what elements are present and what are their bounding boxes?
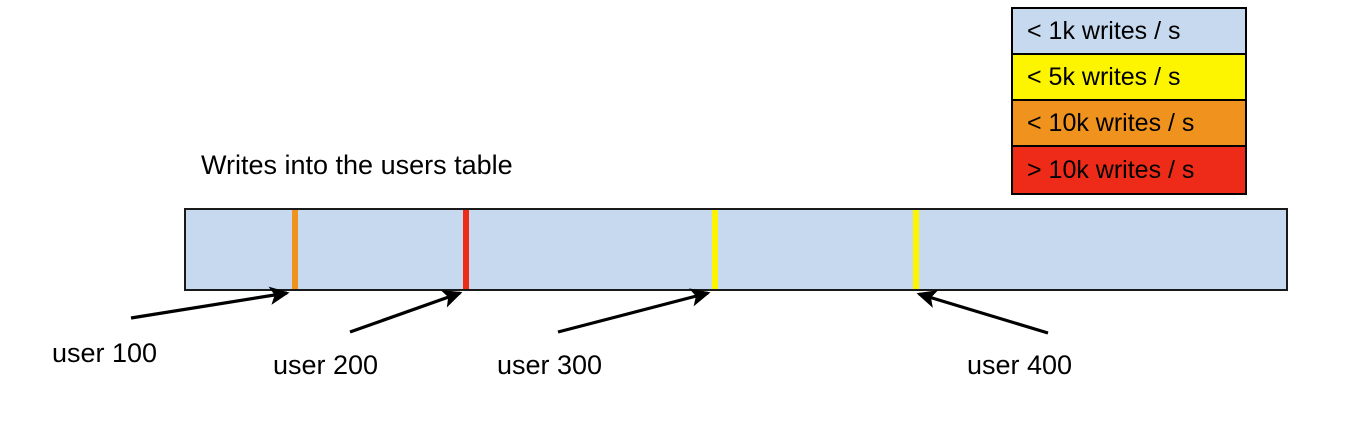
label-user-300: user 300 xyxy=(497,350,603,380)
chart-title: Writes into the users table xyxy=(201,150,513,180)
label-user-400: user 400 xyxy=(967,350,1073,380)
label-user-200: user 200 xyxy=(273,350,379,380)
users-table-range-bar xyxy=(184,208,1288,291)
arrow-user-400 xyxy=(916,290,1049,335)
label-user-100: user 100 xyxy=(52,338,158,368)
legend-label-5k: < 5k writes / s xyxy=(1027,62,1181,91)
range-marker-user-400 xyxy=(913,210,920,289)
legend-row-1k: < 1k writes / s xyxy=(1013,9,1245,55)
arrow-user-300 xyxy=(557,288,711,334)
legend-label-1k: < 1k writes / s xyxy=(1027,16,1181,45)
legend-row-10k-over: > 10k writes / s xyxy=(1013,147,1245,193)
range-marker-user-200 xyxy=(463,210,470,289)
legend-label-10k-over: > 10k writes / s xyxy=(1027,155,1195,184)
arrow-user-200 xyxy=(349,290,463,334)
legend-row-10k-under: < 10k writes / s xyxy=(1013,101,1245,147)
range-marker-user-100 xyxy=(291,210,298,289)
legend-label-10k-under: < 10k writes / s xyxy=(1027,108,1195,137)
legend-row-5k: < 5k writes / s xyxy=(1013,55,1245,101)
range-marker-user-300 xyxy=(711,210,718,289)
legend: < 1k writes / s < 5k writes / s < 10k wr… xyxy=(1011,7,1247,195)
arrow-user-100 xyxy=(130,286,290,320)
